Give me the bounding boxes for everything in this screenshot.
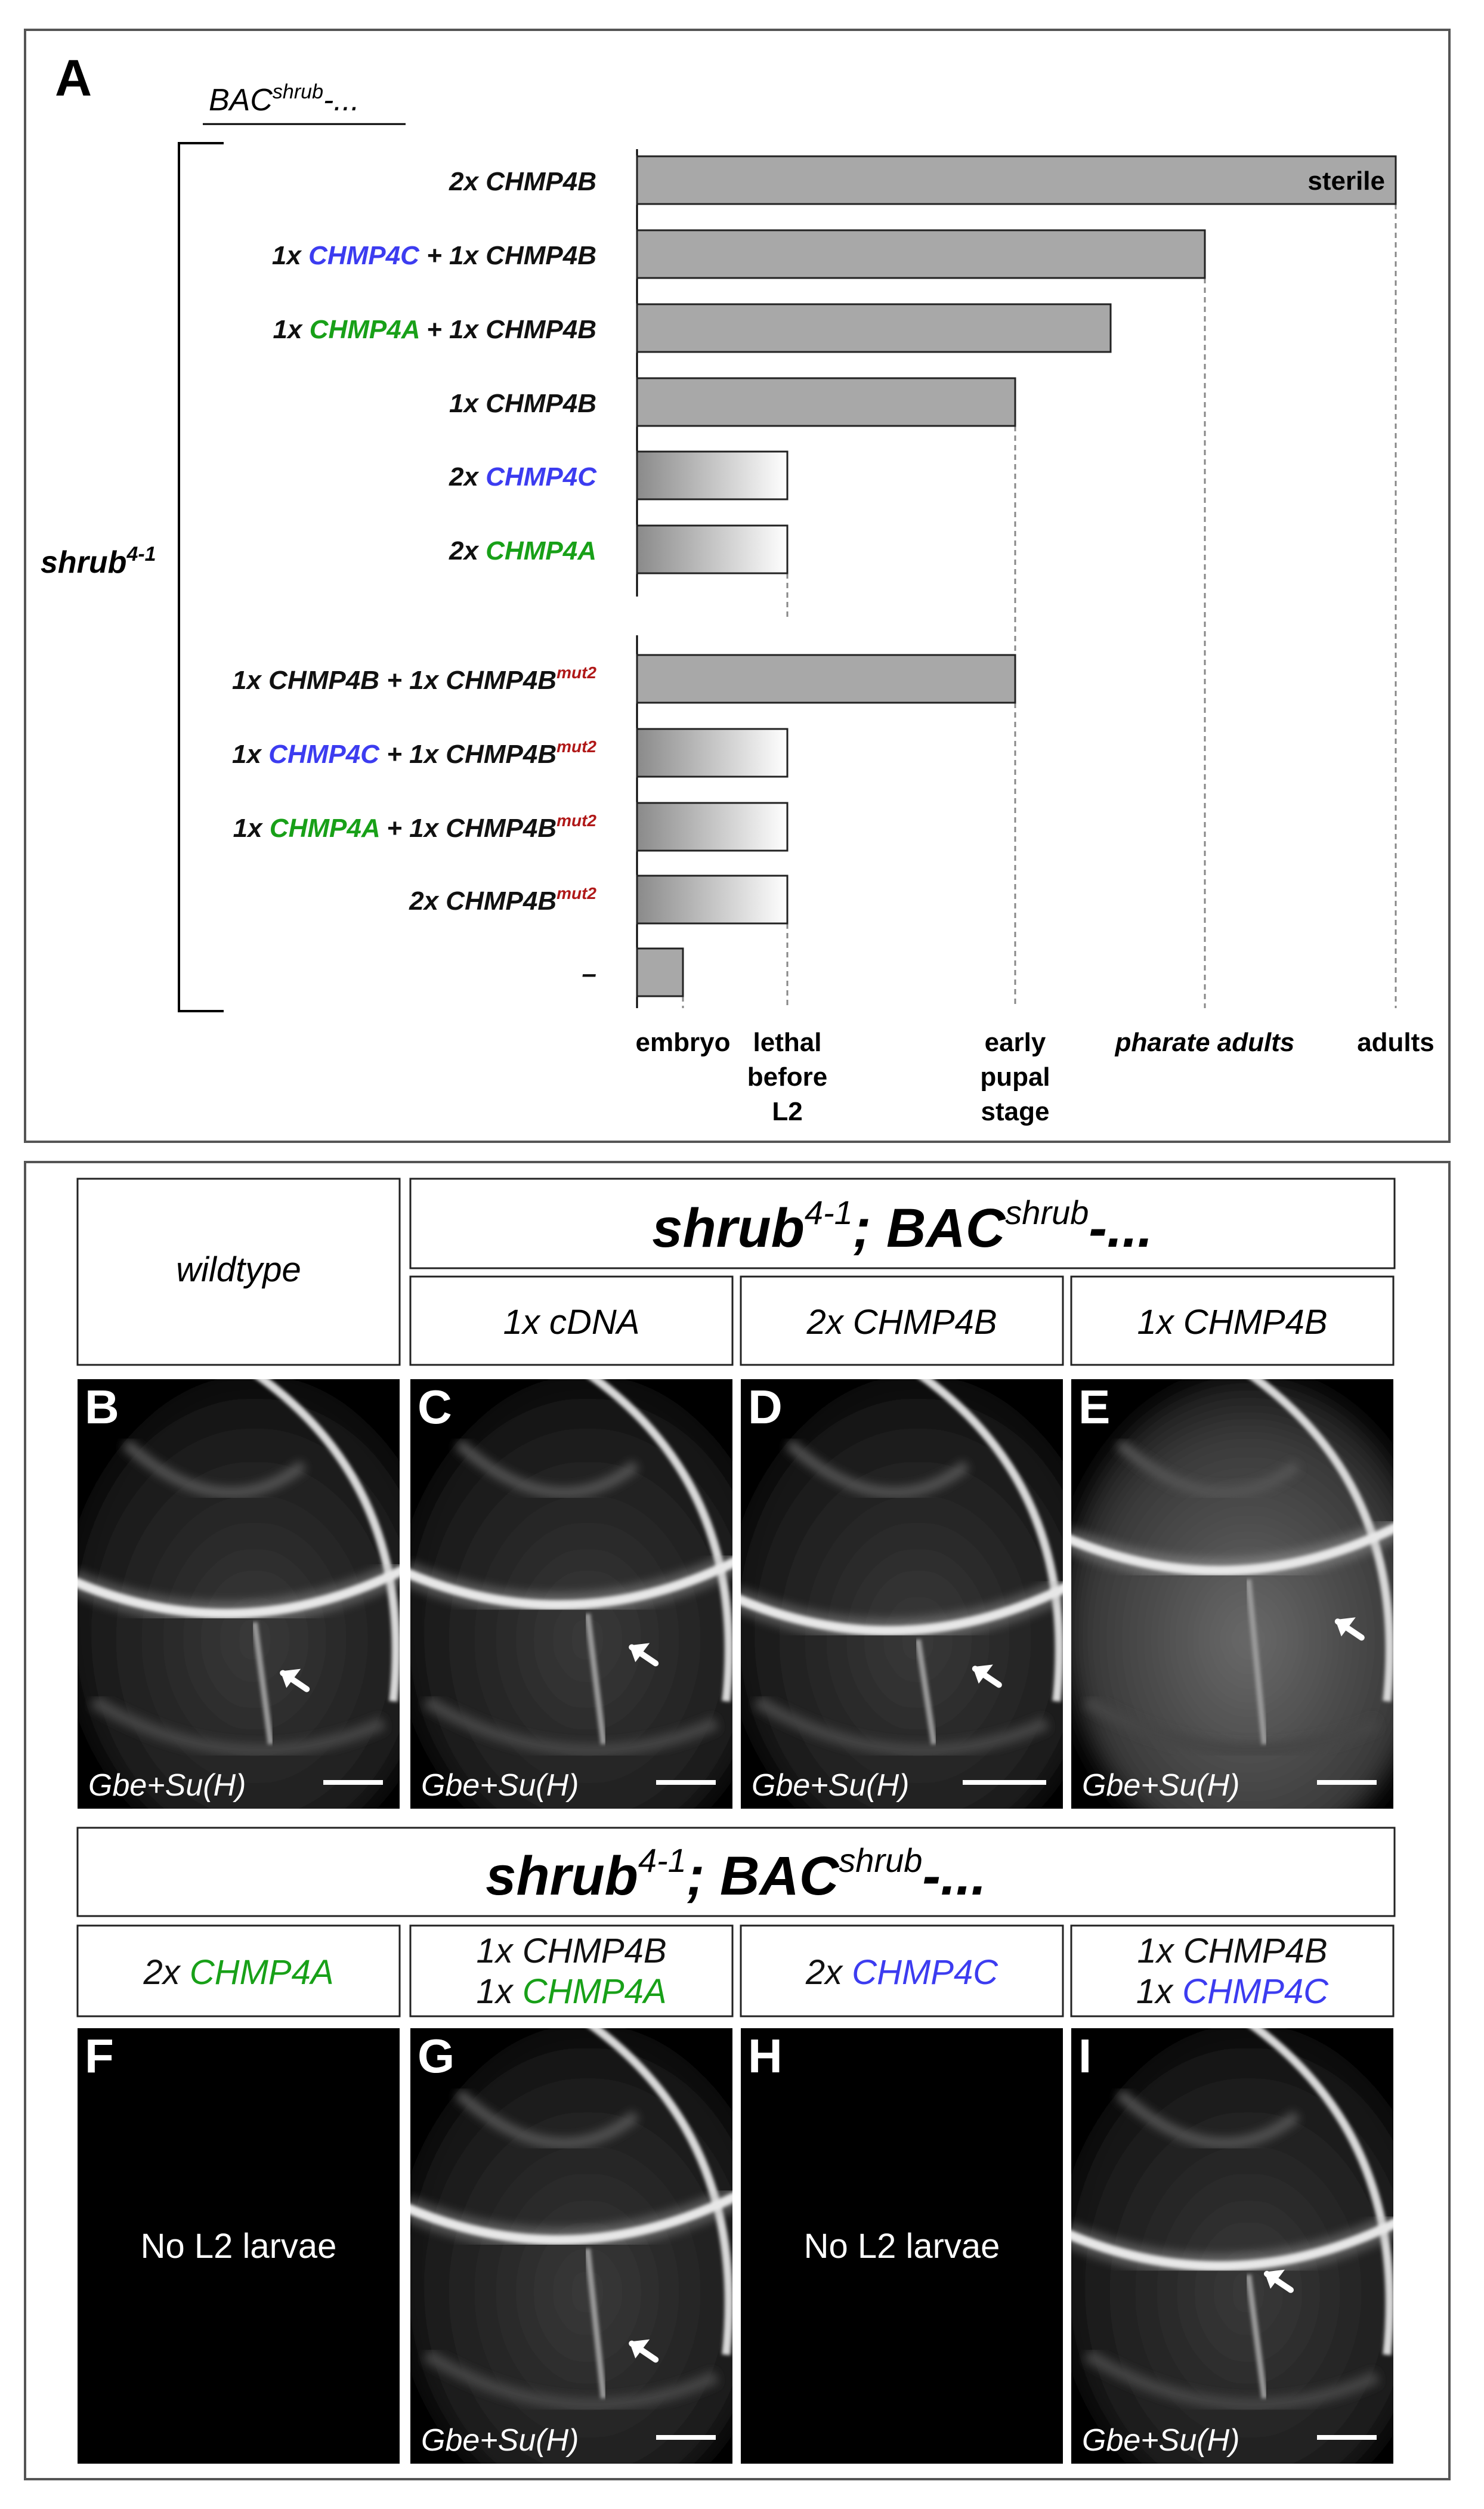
genotype-label: 2x CHMP4A [449,536,596,566]
panel-letter: G [418,2029,455,2082]
wildtype-box [76,1178,401,1366]
wildtype-label: wildtype [176,1250,301,1289]
scale-bar [963,1780,1046,1785]
panel-letter: E [1078,1380,1110,1433]
shrub-label: shrub4-1 [41,543,156,580]
column-label-box [409,1275,734,1366]
genotype-label: 1x CHMP4C + 1x CHMP4B [272,241,596,270]
stage-label: before [747,1062,827,1092]
stage-label: adults [1357,1028,1434,1057]
stain-caption: Gbe+Su(H) [1082,1768,1239,1803]
genotype-header: shrub4-1; BACshrub-... [652,1194,1152,1259]
survival-bar [636,303,1112,353]
stain-caption: Gbe+Su(H) [88,1768,246,1803]
column-label-box [1070,1275,1395,1366]
stain-caption: Gbe+Su(H) [421,2423,579,2458]
stain-caption: Gbe+Su(H) [421,1768,579,1803]
no-larvae-label: No L2 larvae [141,2227,337,2266]
micrograph-panel-i: Gbe+Su(H) I [1071,2028,1393,2464]
micrograph-panel-d: Gbe+Su(H) D [741,1379,1063,1809]
survival-bar [636,377,1016,427]
genotype-label: 2x CHMP4Bmut2 [409,884,596,916]
panel-letter: I [1078,2029,1092,2082]
row2-label-box [740,1924,1064,2017]
stage-label: stage [981,1097,1050,1126]
micrograph-panel-b: Gbe+Su(H) B [78,1379,400,1809]
genotype-header-box [76,1827,1396,1917]
survival-bar [636,524,789,574]
row2-label-box [76,1924,401,2017]
column-label-box [740,1275,1064,1366]
row2-label: 2x CHMP4C [805,1953,998,1992]
genotype-label: 2x CHMP4C [449,462,597,492]
arrow-icon [629,1643,659,1667]
panel-b-frame [24,1161,1451,2480]
row2-label: 2x CHMP4A [143,1953,333,1992]
micrograph-panel-c: Gbe+Su(H) C [410,1379,732,1809]
survival-bar [636,728,789,778]
genotype-label: 1x CHMP4C + 1x CHMP4Bmut2 [232,737,596,769]
survival-bar [636,229,1206,279]
row2-label-box [1070,1924,1395,2017]
stage-label: lethal [753,1028,822,1057]
scale-bar [323,1780,383,1785]
survival-bar [636,450,789,500]
genotype-label: 2x CHMP4B [449,167,596,196]
panel-a-frame [24,29,1451,1143]
micrograph-panel-f: No L2 larvae F [78,2028,400,2464]
row2-label: 1x CHMP4B [476,1932,666,1970]
micrograph-panel-e: Gbe+Su(H) E [1071,1379,1393,1809]
arrow-icon [629,2339,659,2363]
survival-bar [636,875,789,925]
arrow-icon [1334,1617,1365,1641]
genotype-label: 1x CHMP4A + 1x CHMP4B [273,315,596,344]
column-label: 2x CHMP4B [806,1303,997,1342]
survival-bar [636,947,684,997]
row2-label: 1x CHMP4B [1137,1932,1327,1970]
genotype-bracket [178,142,224,1012]
scale-bar [656,2435,716,2440]
scale-bar [656,1780,716,1785]
micrograph-panel-g: Gbe+Su(H) G [410,2028,732,2464]
row2-label-box [409,1924,734,2017]
survival-bar [636,654,1016,704]
sterile-label: sterile [1307,166,1385,196]
panel-letter: B [85,1380,119,1433]
survival-bar [636,802,789,852]
arrow-icon [972,1664,1002,1688]
genotype-header: shrub4-1; BACshrub-... [486,1841,986,1907]
stage-label: early [985,1028,1046,1057]
micrograph-panel-h: No L2 larvae H [741,2028,1063,2464]
scale-bar [1317,1780,1377,1785]
stain-caption: Gbe+Su(H) [1082,2423,1239,2458]
panel-letter: C [418,1380,452,1433]
panel-a: A BACshrub-... shrub4-1 2x CHMP4B 1x CHMP4C … [41,50,1434,1126]
panel-letter-a: A [55,50,92,107]
stage-label: L2 [772,1097,802,1126]
panel-b: wildtype shrub4-1; BACshrub-... 1x cDNA 2x … [76,1178,1396,2464]
stain-caption: Gbe+Su(H) [752,1768,909,1803]
genotype-label: – [582,959,596,988]
arrow-icon [1264,2269,1294,2293]
row2-label: 1x CHMP4C [1136,1972,1329,2011]
column-label: 1x CHMP4B [1137,1303,1327,1342]
panel-letter: F [85,2029,114,2082]
genotype-label: 1x CHMP4B + 1x CHMP4Bmut2 [232,663,596,695]
no-larvae-label: No L2 larvae [804,2227,1000,2266]
survival-bar [636,155,1397,205]
bac-header: BACshrub-... [209,81,360,118]
row2-label: 1x CHMP4A [476,1972,666,2011]
genotype-label: 1x CHMP4B [449,389,596,418]
genotype-label: 1x CHMP4A + 1x CHMP4Bmut2 [233,811,597,843]
column-label: 1x cDNA [503,1303,640,1342]
genotype-header-box [409,1178,1396,1269]
stage-label: embryo [636,1028,731,1057]
arrow-icon [280,1668,310,1692]
panel-letter: D [748,1380,783,1433]
stage-label: pupal [980,1062,1050,1092]
scale-bar [1317,2435,1377,2440]
stage-label: pharate adults [1115,1028,1295,1057]
panel-letter: H [748,2029,783,2082]
